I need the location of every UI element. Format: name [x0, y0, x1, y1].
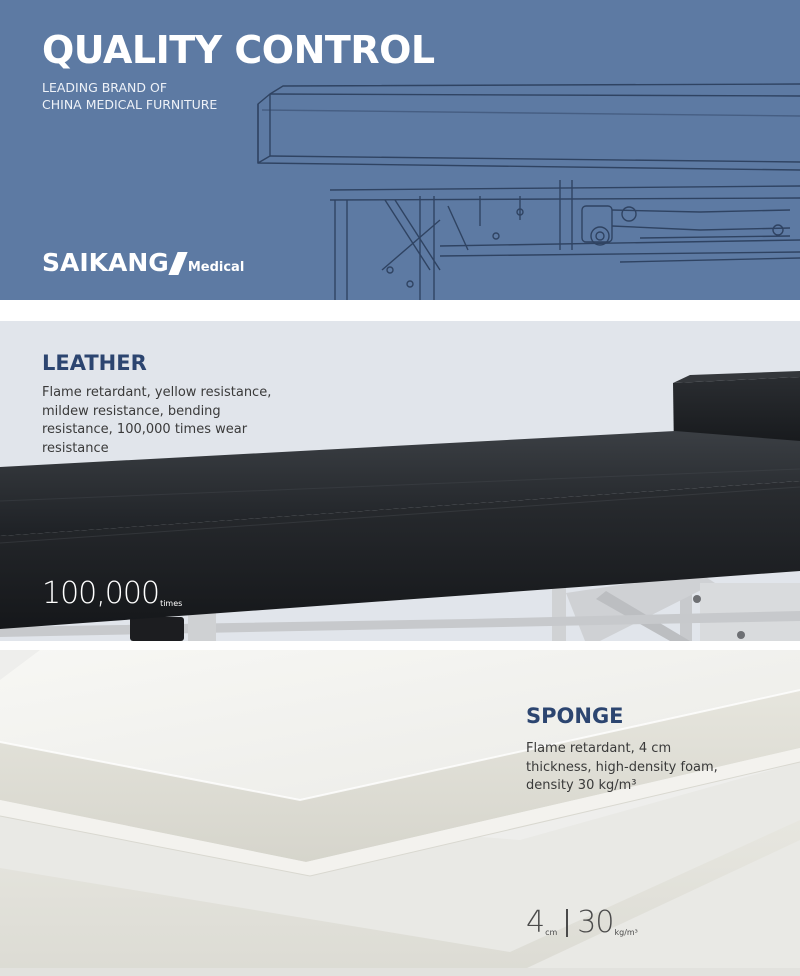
density-unit: kg/m³	[614, 928, 638, 937]
sponge-description-line: thickness, high-density foam,	[526, 759, 718, 775]
density-value: 30	[577, 905, 614, 940]
brand-slash-mark	[168, 252, 188, 275]
stat-divider	[566, 909, 569, 937]
brand-name: SAIKANG	[42, 248, 169, 277]
sponge-section: SPONGE Flame retardant, 4 cm thickness, …	[0, 650, 800, 976]
leather-description-line: resistance, 100,000 times wear	[42, 422, 248, 437]
brand-subtitle: Medical	[187, 260, 245, 275]
page-title: QUALITY CONTROL	[42, 28, 435, 72]
leather-description-line: resistance	[42, 440, 109, 456]
wear-times-value: 100,000	[42, 576, 160, 611]
sponge-heading: SPONGE	[526, 704, 624, 728]
density-stat: 30 kg/m³	[577, 908, 638, 938]
wear-times-stat: 100,000 times	[42, 579, 182, 609]
wear-times-unit: times	[160, 599, 183, 608]
brand-logo: SAIKANG Medical	[42, 249, 244, 277]
examination-bed-sketch	[257, 83, 800, 300]
leather-description-line: mildew resistance, bending	[42, 403, 221, 419]
quality-control-banner: QUALITY CONTROL LEADING BRAND OF CHINA M…	[0, 0, 800, 300]
sponge-description: Flame retardant, 4 cm thickness, high-de…	[526, 740, 756, 796]
banner-subtitle-line: CHINA MEDICAL FURNITURE	[42, 97, 218, 112]
leather-couch-image	[0, 371, 800, 641]
thickness-unit: cm	[545, 928, 558, 937]
sponge-stats: 4 cm 30 kg/m³	[526, 908, 638, 938]
sponge-description-line: Flame retardant, 4 cm	[526, 741, 672, 756]
foam-sheets-image	[0, 650, 800, 976]
thickness-value: 4	[526, 905, 545, 940]
leather-section: LEATHER Flame retardant, yellow resistan…	[0, 321, 800, 641]
thickness-stat: 4 cm	[526, 908, 557, 938]
sponge-description-line: density 30 kg/m³	[526, 778, 637, 793]
leather-description: Flame retardant, yellow resistance, mild…	[42, 384, 292, 458]
leather-heading: LEATHER	[42, 351, 147, 375]
banner-subtitle: LEADING BRAND OF CHINA MEDICAL FURNITURE	[42, 79, 217, 113]
leather-description-line: Flame retardant, yellow resistance,	[42, 385, 272, 400]
banner-subtitle-line: LEADING BRAND OF	[42, 80, 168, 95]
